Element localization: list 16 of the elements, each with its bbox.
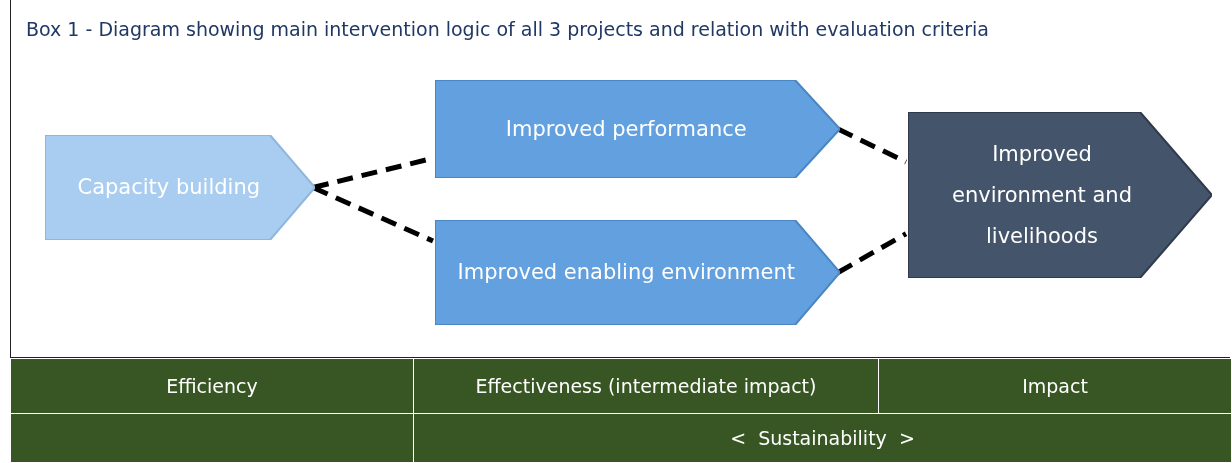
- table-cell: Impact: [878, 358, 1232, 414]
- table-cell: Effectiveness (intermediate impact): [413, 358, 879, 414]
- dashed-connector: [836, 231, 908, 275]
- table-cell: < Sustainability >: [413, 413, 1232, 463]
- dashed-connector: [312, 185, 434, 244]
- chevron-arrow-shape: [435, 220, 840, 325]
- chevron-arrow-shape: [435, 80, 840, 178]
- node-text: Capacity building: [77, 174, 261, 201]
- node-text: Improved environment and livelihoods: [951, 140, 1133, 250]
- chevron-arrow-shape: [45, 135, 315, 240]
- table-cell: Efficiency: [10, 358, 414, 414]
- node-text: Improved performance: [505, 115, 747, 143]
- title: Box 1 - Diagram showing main intervention logic of all 3 projects and relation with evaluation criteria: [26, 18, 989, 40]
- dashed-connector: [836, 126, 908, 165]
- chevron-arrow-shape: [908, 112, 1212, 278]
- node-text: Improved enabling environment: [457, 259, 795, 286]
